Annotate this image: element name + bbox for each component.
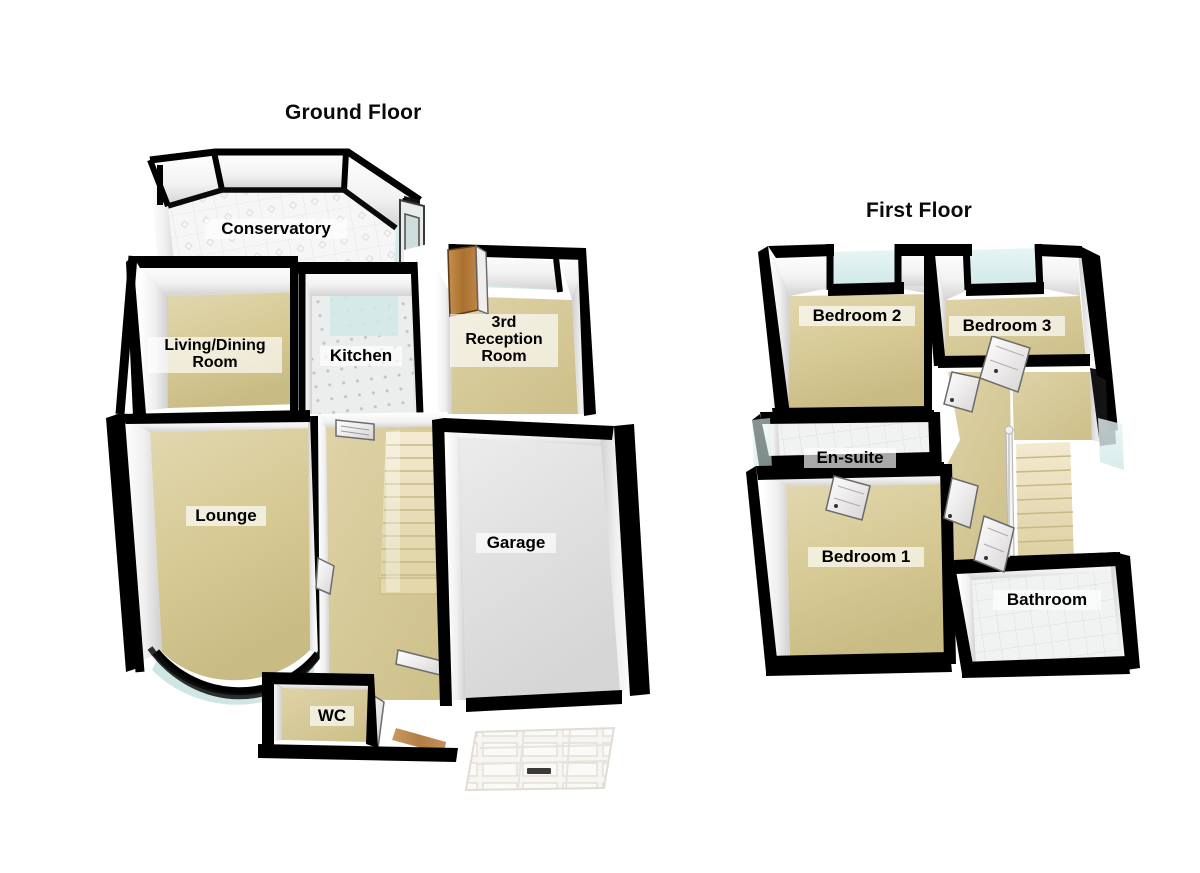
room-label-kitchen: Kitchen — [320, 346, 402, 367]
room-label-bathroom: Bathroom — [993, 590, 1101, 611]
room-label-bedroom-1: Bedroom 1 — [808, 547, 924, 568]
bathroom-door[interactable] — [973, 514, 1015, 574]
staircase-ground — [379, 430, 441, 595]
bedroom-1-door[interactable] — [943, 477, 979, 530]
first-floor-title: First Floor — [866, 199, 973, 222]
room-label-3rd-reception-room: 3rd Reception Room — [450, 314, 558, 367]
room-bedroom-3 — [924, 243, 1118, 432]
ground-outer-wall — [115, 255, 145, 673]
room-label-living-dining-room: Living/Dining Room — [148, 337, 282, 373]
room-garage — [432, 418, 650, 792]
front-door[interactable] — [447, 244, 489, 317]
bedroom-3-door[interactable] — [979, 335, 1031, 393]
room-bathroom — [944, 552, 1140, 678]
room-label-garage: Garage — [476, 533, 556, 554]
room-label-bedroom-3: Bedroom 3 — [949, 316, 1065, 337]
room-label-bedroom-2: Bedroom 2 — [799, 306, 915, 327]
room-label-en-suite: En-suite — [804, 448, 896, 469]
bedroom-2-door[interactable] — [943, 371, 981, 413]
garage-door[interactable] — [464, 726, 616, 792]
room-living-dining — [126, 256, 300, 416]
first-floor-doors — [825, 335, 1031, 574]
ground-floor-plan — [106, 148, 672, 792]
room-lounge — [106, 410, 326, 705]
room-kitchen — [298, 261, 424, 415]
garage-door-handle[interactable] — [527, 768, 551, 774]
lounge-door[interactable] — [315, 556, 335, 596]
first-floor-plan — [724, 243, 1140, 682]
ground-floor-title: Ground Floor — [285, 101, 422, 124]
staircase-first — [1004, 425, 1074, 560]
room-bedroom-2 — [758, 244, 936, 422]
room-label-wc: WC — [310, 706, 354, 727]
room-label-lounge: Lounge — [186, 506, 266, 527]
room-bedroom-1 — [746, 462, 956, 676]
room-label-conservatory: Conservatory — [205, 219, 347, 240]
hall-door-to-kitchen[interactable] — [335, 419, 375, 441]
ensuite-door[interactable] — [825, 475, 871, 521]
